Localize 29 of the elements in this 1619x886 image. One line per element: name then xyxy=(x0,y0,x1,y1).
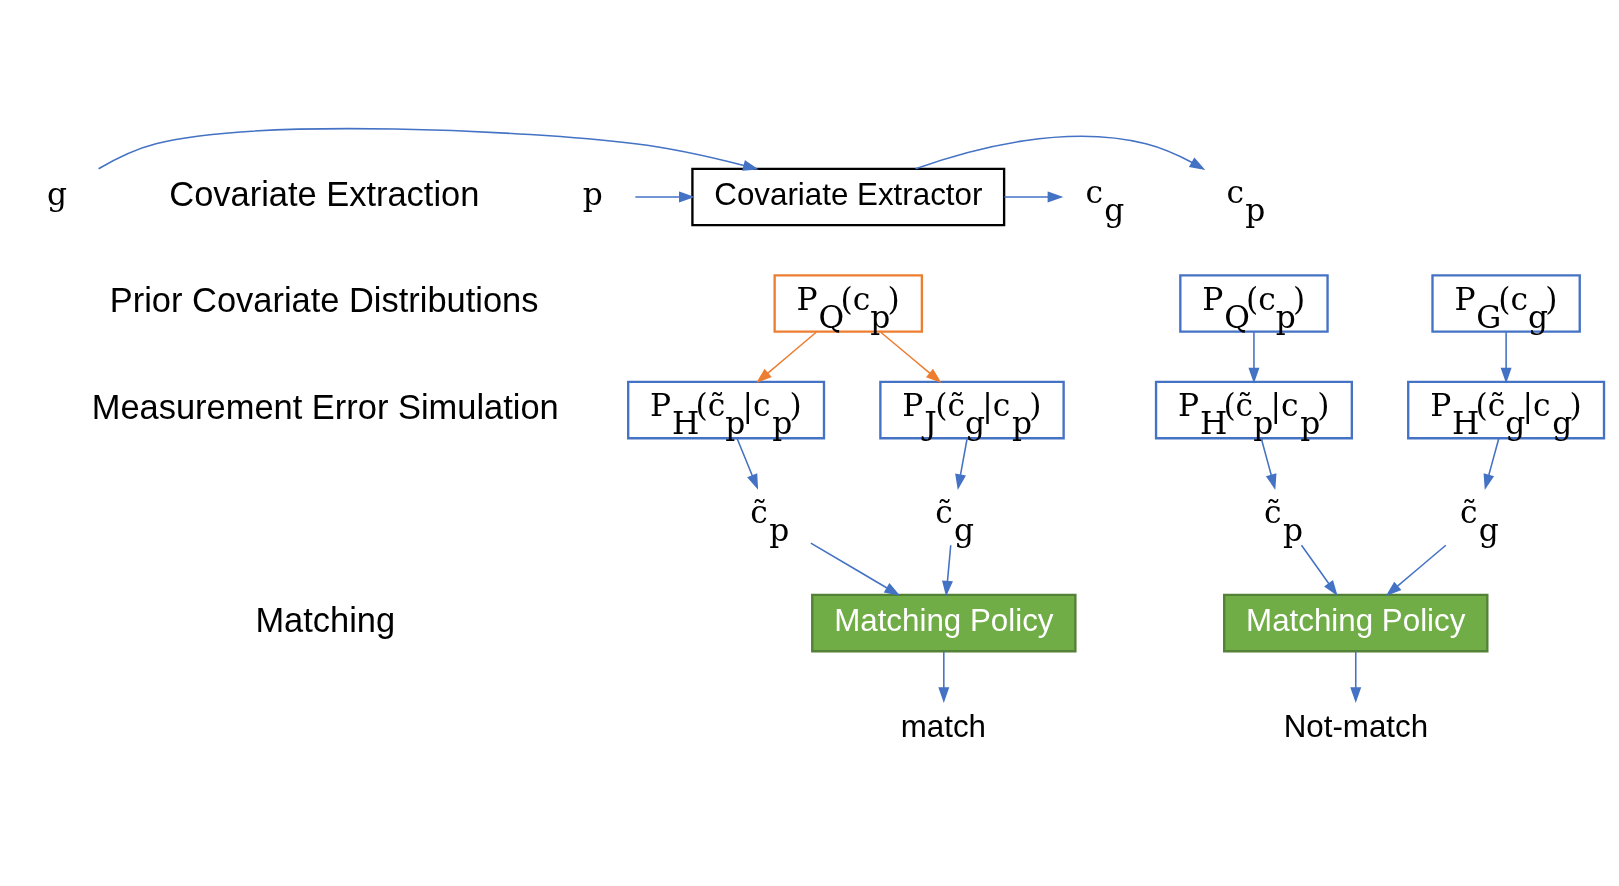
label: Covariate Extraction xyxy=(169,174,480,213)
label: Prior Covariate Distributions xyxy=(109,281,539,320)
node-text: g xyxy=(47,175,68,212)
arrow xyxy=(1483,437,1500,490)
arrow xyxy=(97,127,759,171)
node-box: Matching Policy xyxy=(811,593,1077,653)
arrow xyxy=(736,437,759,490)
arrow xyxy=(1248,331,1260,384)
node-text: match xyxy=(900,709,987,745)
arrow xyxy=(914,135,1206,170)
arrow xyxy=(1385,544,1447,597)
arrow xyxy=(810,542,901,596)
arrow xyxy=(1300,544,1338,597)
node-text: p xyxy=(582,175,603,212)
arrow xyxy=(1260,437,1277,490)
arrow xyxy=(942,544,953,597)
node-box: Matching Policy xyxy=(1223,593,1489,653)
label: Matching xyxy=(255,600,396,639)
arrow xyxy=(1003,191,1064,203)
arrow xyxy=(955,437,968,490)
node-text: Not-match xyxy=(1283,709,1429,745)
arrow xyxy=(880,331,942,383)
arrow xyxy=(634,191,695,203)
arrow xyxy=(756,331,817,383)
node-box: Covariate Extractor xyxy=(691,167,1006,227)
arrow xyxy=(938,650,950,703)
label: Measurement Error Simulation xyxy=(91,387,559,426)
arrow xyxy=(1350,650,1362,703)
arrow xyxy=(1500,331,1512,384)
